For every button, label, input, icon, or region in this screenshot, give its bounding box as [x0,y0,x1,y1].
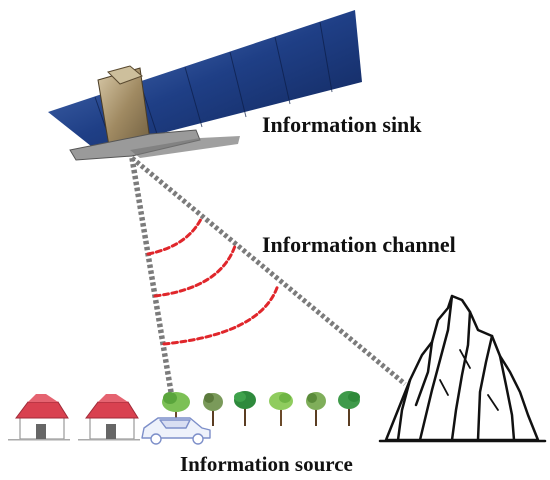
wave-arc [153,244,237,298]
tree-icon [162,392,190,424]
information-channel-label: Information channel [262,232,456,257]
car-icon [141,417,211,445]
information-source-label: Information source [180,452,353,476]
house-icon [8,394,70,441]
tree-icon [234,391,256,426]
satellite-icon [48,10,362,161]
wave-arc [162,283,280,346]
tree-icon [203,393,223,426]
tree-icon [338,391,360,426]
information-sink-label: Information sink [262,112,422,137]
beam-line-left [129,157,175,399]
wave-arc [146,215,204,256]
tree-icon [306,392,326,426]
channel-waves [146,215,280,346]
house-icon [78,394,140,441]
beam-line-right [130,156,407,386]
beam-lines [129,156,407,399]
mountain-icon [378,294,547,443]
tree-icon [269,392,293,426]
